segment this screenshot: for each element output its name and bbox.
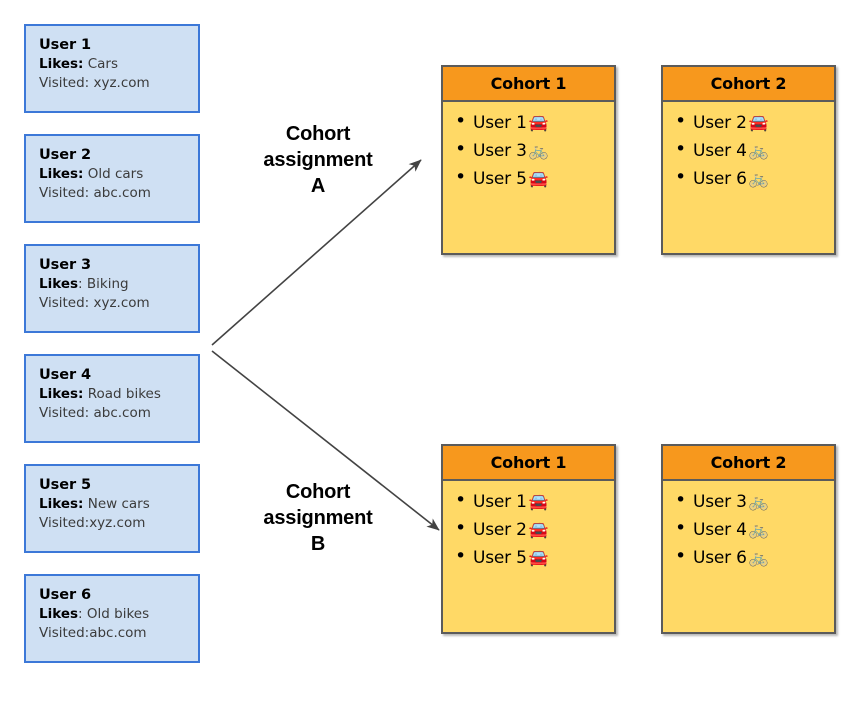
user-likes-label: Likes:: [39, 56, 84, 72]
user-visited: Visited: xyz.com: [39, 75, 150, 91]
bike-icon: 🚲: [748, 141, 769, 160]
user-visited: Visited:xyz.com: [39, 515, 146, 531]
cohort-box-b1: Cohort 1 User 1🚘User 2🚘User 5🚘: [441, 444, 616, 634]
user-likes: Likes: Old bikes: [39, 606, 150, 622]
user-visited: Visited:abc.com: [39, 625, 147, 641]
cohort-member-label: User 6: [693, 548, 747, 568]
cohort-member-label: User 6: [693, 169, 747, 189]
car-icon: 🚘: [748, 113, 769, 132]
assignment-a-line-2: A: [310, 175, 326, 197]
user-visited: Visited: abc.com: [39, 405, 151, 421]
assignment-a-line-0: Cohort: [285, 123, 351, 145]
bike-icon: 🚲: [748, 520, 769, 539]
cohort-member-label: User 3: [693, 492, 747, 512]
car-icon: 🚘: [528, 113, 549, 132]
cohort-member-label: User 4: [693, 520, 747, 540]
user-likes-label: Likes: [39, 276, 79, 292]
cohort-member: User 5🚘: [455, 164, 614, 193]
cohort-member-label: User 4: [693, 141, 747, 161]
user-name: User 1: [39, 37, 91, 53]
user-likes: Likes: Old cars: [39, 166, 144, 182]
bike-icon: 🚲: [748, 169, 769, 188]
cohort-member-list: User 1🚘User 3🚲User 5🚘: [443, 102, 614, 193]
cohort-member: User 2🚘: [455, 515, 614, 544]
assignment-a-line-1: assignment: [263, 149, 373, 171]
cohort-member: User 3🚲: [455, 136, 614, 165]
bike-icon: 🚲: [528, 141, 549, 160]
cohort-title: Cohort 1: [443, 446, 614, 481]
cohort-title: Cohort 1: [443, 67, 614, 102]
cohort-title: Cohort 2: [663, 67, 834, 102]
cohort-member: User 6🚲: [675, 164, 834, 193]
user-likes: Likes: New cars: [39, 496, 150, 512]
cohort-member-label: User 5: [473, 548, 527, 568]
cohort-box-a1: Cohort 1 User 1🚘User 3🚲User 5🚘: [441, 65, 616, 255]
cohort-member: User 2🚘: [675, 108, 834, 137]
cohort-member-label: User 2: [693, 113, 747, 133]
cohort-member: User 6🚲: [675, 543, 834, 572]
cohort-member-list: User 3🚲User 4🚲User 6🚲: [663, 481, 834, 572]
user-name: User 6: [39, 587, 91, 603]
car-icon: 🚘: [528, 520, 549, 539]
car-icon: 🚘: [528, 492, 549, 511]
user-name: User 5: [39, 477, 91, 493]
cohort-member-label: User 3: [473, 141, 527, 161]
assignment-b-line-1: assignment: [263, 507, 373, 529]
user-name: User 3: [39, 257, 91, 273]
cohort-member: User 3🚲: [675, 487, 834, 516]
user-visited: Visited: abc.com: [39, 185, 151, 201]
cohort-member-label: User 5: [473, 169, 527, 189]
user-likes: Likes: Biking: [39, 276, 129, 292]
user-likes-label: Likes:: [39, 166, 84, 182]
cohort-member: User 1🚘: [455, 108, 614, 137]
car-icon: 🚘: [528, 548, 549, 567]
cohort-member: User 1🚘: [455, 487, 614, 516]
cohort-member-list: User 1🚘User 2🚘User 5🚘: [443, 481, 614, 572]
user-likes-label: Likes:: [39, 386, 84, 402]
bike-icon: 🚲: [748, 492, 769, 511]
assignment-b-line-0: Cohort: [285, 481, 351, 503]
cohort-member: User 5🚘: [455, 543, 614, 572]
cohort-member-label: User 1: [473, 113, 527, 133]
user-likes-label: Likes:: [39, 496, 84, 512]
cohort-box-b2: Cohort 2 User 3🚲User 4🚲User 6🚲: [661, 444, 836, 634]
user-visited: Visited: xyz.com: [39, 295, 150, 311]
user-name: User 2: [39, 147, 91, 163]
user-likes: Likes: Road bikes: [39, 386, 161, 402]
bike-icon: 🚲: [748, 548, 769, 567]
cohort-member-list: User 2🚘User 4🚲User 6🚲: [663, 102, 834, 193]
car-icon: 🚘: [528, 169, 549, 188]
cohort-member: User 4🚲: [675, 136, 834, 165]
cohort-box-a2: Cohort 2 User 2🚘User 4🚲User 6🚲: [661, 65, 836, 255]
user-name: User 4: [39, 367, 91, 383]
cohort-member: User 4🚲: [675, 515, 834, 544]
user-likes: Likes: Cars: [39, 56, 119, 72]
assignment-b-line-2: B: [310, 533, 326, 555]
user-likes-label: Likes: [39, 606, 79, 622]
cohort-member-label: User 1: [473, 492, 527, 512]
cohort-title: Cohort 2: [663, 446, 834, 481]
cohort-member-label: User 2: [473, 520, 527, 540]
